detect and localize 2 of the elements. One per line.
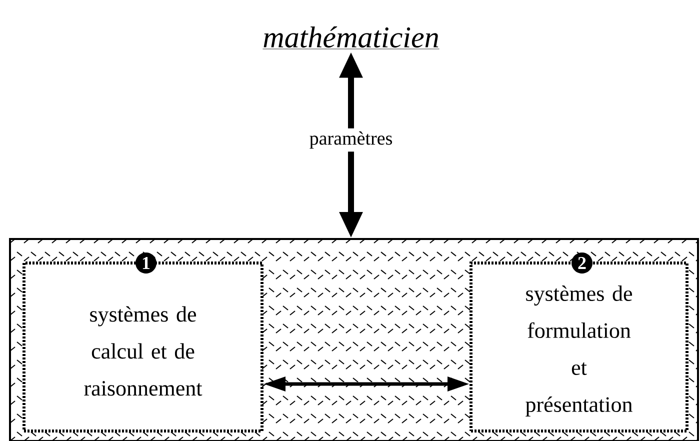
edge-label: paramètres	[306, 128, 396, 152]
title-text: mathématicien	[262, 26, 440, 50]
